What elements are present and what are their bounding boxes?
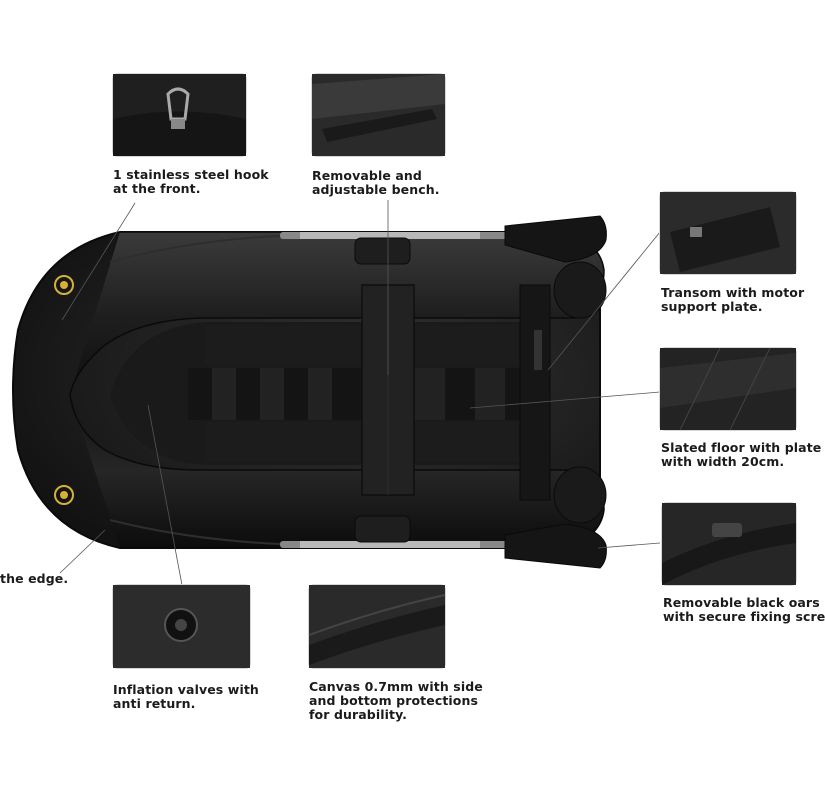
floor-detail-photo [660,347,796,431]
transom-detail-photo [660,192,796,274]
stern-cone-top [553,261,607,319]
product-feature-page: 1 stainless steel hook at the front. Rem… [0,74,825,722]
leader-valves [147,404,183,586]
caption-valves: Inflation valves with anti return. [113,682,259,711]
inflatable-boat-illustration [12,200,661,586]
caption-canvas: Canvas 0.7mm with side and bottom protec… [309,679,483,722]
oarlock-top [354,237,411,265]
oar-top [280,215,607,263]
leader-oars [597,542,661,549]
bottom-tube [69,394,605,549]
caption-hook: 1 stainless steel hook at the front. [113,167,269,196]
leader-hook [61,202,136,321]
oarlock-bottom [354,515,411,543]
oars-detail-photo [662,503,796,585]
leader-floor [469,391,661,409]
brand-logo-top [54,275,74,295]
stern-cone-bottom [553,466,607,524]
leader-lines [59,200,661,586]
leader-transom [547,231,661,371]
caption-transom: Transom with motor support plate. [661,285,805,314]
caption-bench: Removable and adjustable bench. [312,168,440,197]
canvas-detail-photo [308,585,446,668]
oar-bottom [280,523,607,569]
caption-floor: Slated floor with plate with width 20cm. [661,440,822,469]
valve-detail-photo [113,585,250,668]
safety-rope-top [109,235,281,263]
bench-detail-photo [312,74,445,156]
safety-rope-bottom [109,519,281,545]
brand-logo-bottom [54,485,74,505]
transom [519,284,551,501]
hook-detail-photo [113,74,246,156]
leader-edge [59,529,106,574]
caption-oars: Removable black oars with secure fixing … [663,595,825,624]
caption-edge: the edge. [0,571,69,586]
